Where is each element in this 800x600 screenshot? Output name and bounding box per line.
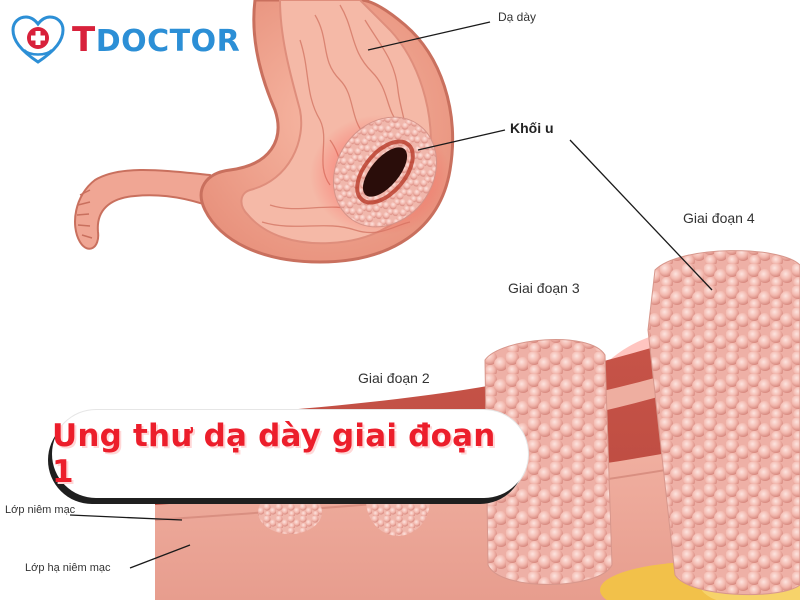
label-stage3: Giai đoạn 3 bbox=[508, 280, 580, 296]
tdoctor-logo: TDOCTOR bbox=[10, 14, 240, 66]
banner-title: Ung thư dạ dày giai đoạn 1 bbox=[52, 418, 496, 490]
stomach-drawing bbox=[74, 0, 455, 264]
brand-initial: T bbox=[72, 20, 96, 60]
label-mucosa: Lớp niêm mạc bbox=[5, 504, 76, 516]
label-stomach: Dạ dày bbox=[498, 10, 537, 24]
label-stage2: Giai đoạn 2 bbox=[358, 370, 430, 386]
callout-lines bbox=[69, 21, 713, 569]
label-tumor: Khối u bbox=[510, 120, 554, 136]
title-banner: Ung thư dạ dày giai đoạn 1 bbox=[52, 410, 528, 498]
brand-rest: DOCTOR bbox=[95, 24, 241, 59]
label-stage4: Giai đoạn 4 bbox=[683, 210, 755, 226]
brand-name: TDOCTOR bbox=[72, 20, 240, 60]
heart-medical-cross-icon bbox=[11, 15, 65, 64]
label-submucosa: Lớp hạ niêm mạc bbox=[25, 562, 111, 574]
